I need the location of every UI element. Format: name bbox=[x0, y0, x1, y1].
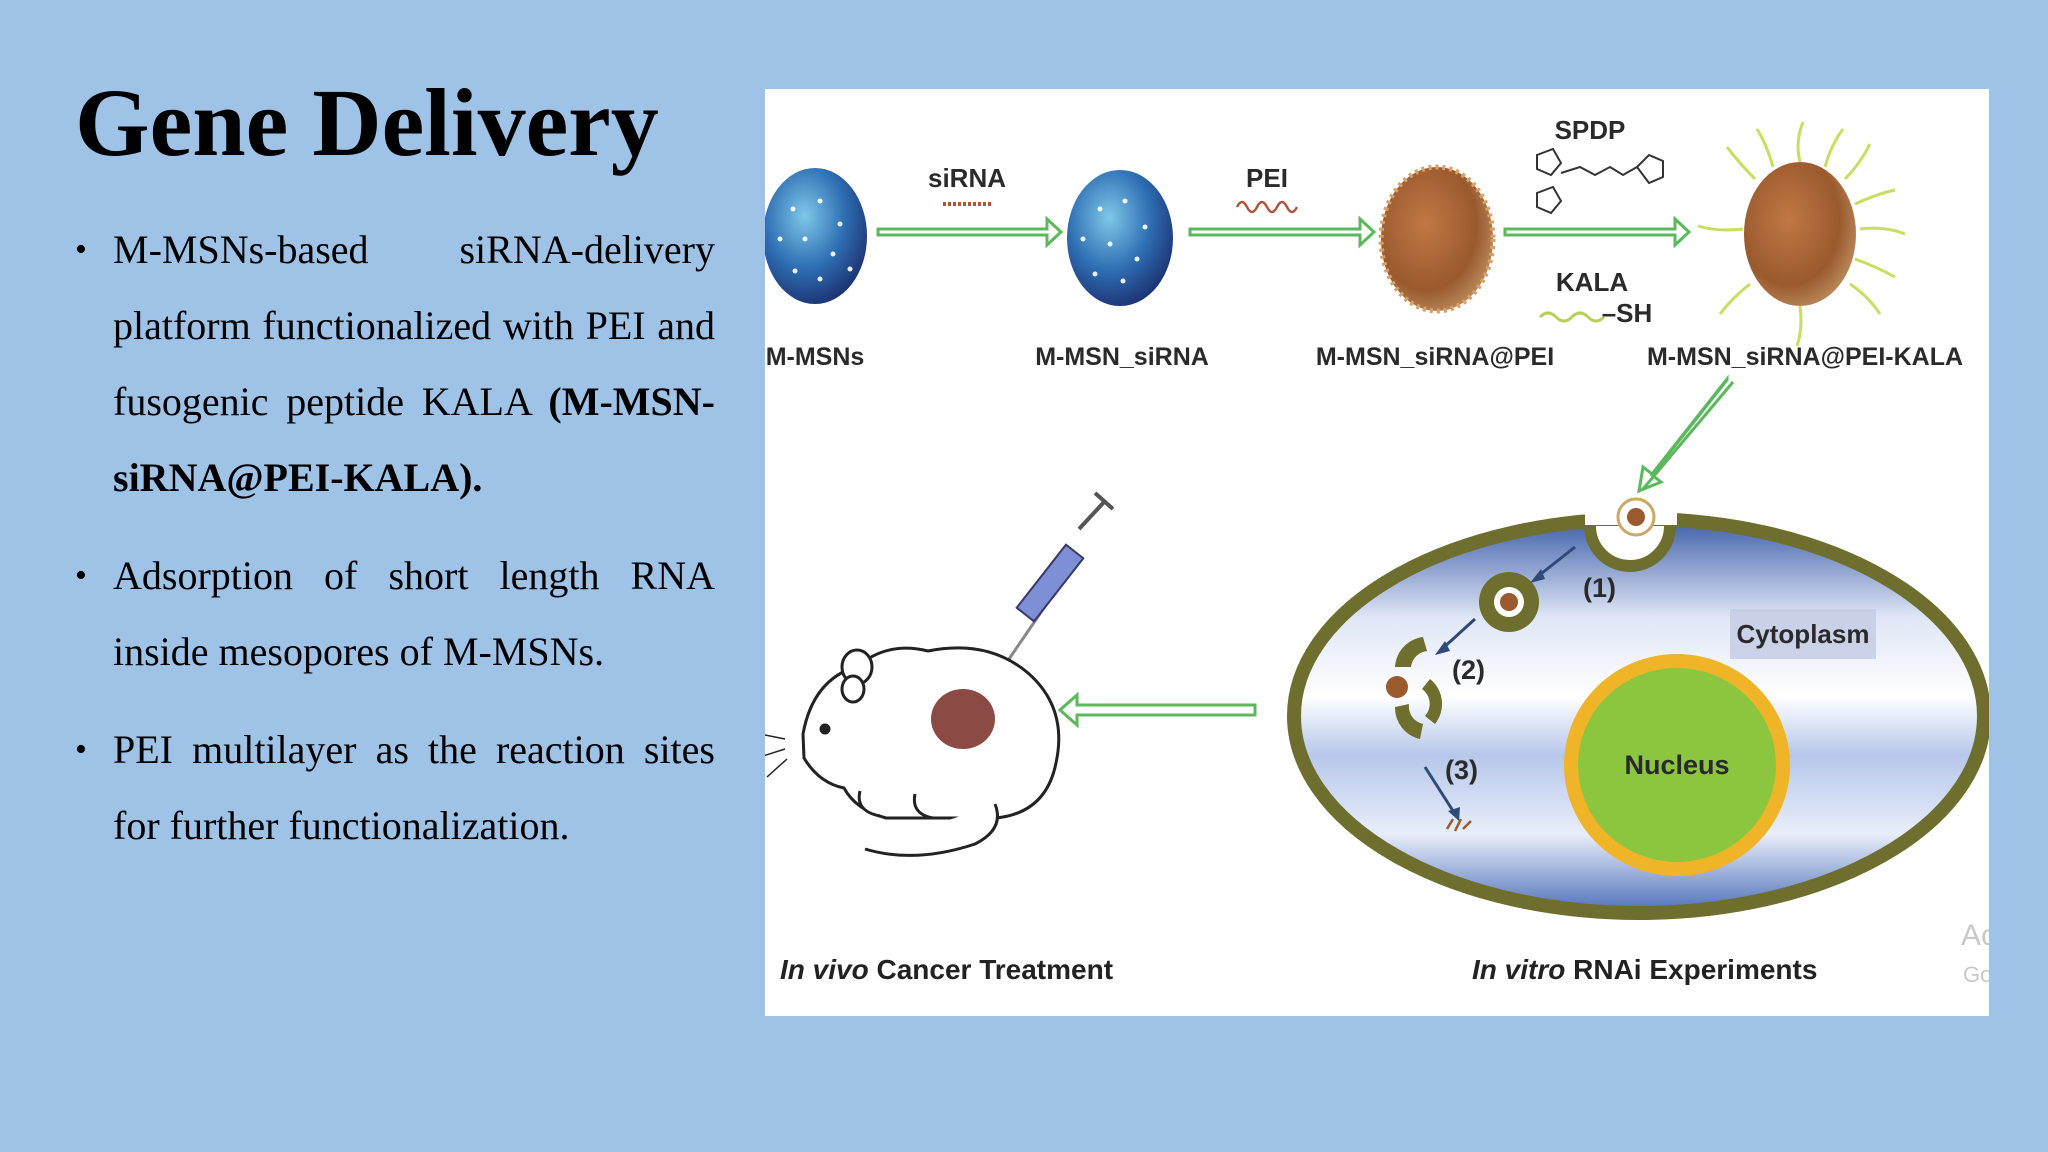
bullet-1-text: M-MSNs-based siRNA-delivery platform fun… bbox=[113, 227, 715, 424]
label-sh: –SH bbox=[1602, 298, 1653, 328]
step-label-3: (3) bbox=[1445, 755, 1478, 785]
step-label-1: (1) bbox=[1583, 573, 1616, 603]
step-label-2: (2) bbox=[1452, 655, 1485, 685]
particle-m-msns bbox=[765, 168, 867, 304]
nucleus: Nucleus bbox=[1564, 654, 1790, 876]
bullet-2-text: Adsorption of short length RNA inside me… bbox=[113, 553, 715, 674]
mouse-icon bbox=[765, 646, 1061, 857]
particle-label-2: M-MSN_siRNA bbox=[1035, 343, 1209, 371]
arrow-2 bbox=[1188, 215, 1377, 249]
bullet-1-bold: (M-MSN-siRNA@PEI-KALA). bbox=[113, 379, 715, 500]
caption-in-vitro-italic: In vitro bbox=[1472, 954, 1565, 985]
endosome-step-1 bbox=[1479, 545, 1576, 632]
label-sirna: siRNA bbox=[928, 163, 1006, 193]
kala-peptide-icon bbox=[1538, 311, 1606, 323]
particle-label-1: M-MSNs bbox=[766, 343, 865, 371]
particle-label-3: M-MSN_siRNA@PEI bbox=[1316, 343, 1554, 371]
spdp-structure-icon bbox=[1536, 147, 1664, 215]
pei-chain-icon bbox=[1235, 200, 1299, 214]
bullet-item-2: Adsorption of short length RNA inside me… bbox=[75, 538, 715, 690]
caption-in-vitro-rest: RNAi Experiments bbox=[1565, 954, 1817, 985]
arrow-3 bbox=[1503, 215, 1692, 249]
arrow-down-to-cell bbox=[1637, 374, 1735, 494]
particle-label-4: M-MSN_siRNA@PEI-KALA bbox=[1647, 343, 1963, 371]
cytoplasm-label: Cytoplasm bbox=[1737, 619, 1870, 649]
watermark-line-2: Go bbox=[1963, 962, 1989, 987]
particle-m-msn-sirna-pei bbox=[1378, 164, 1496, 314]
particle-m-msn-sirna-pei-kala bbox=[1697, 121, 1906, 347]
bullet-item-1: M-MSNs-based siRNA-delivery platform fun… bbox=[75, 212, 715, 516]
caption-in-vivo-rest: Cancer Treatment bbox=[869, 954, 1113, 985]
bullet-3-text: PEI multilayer as the reaction sites for… bbox=[113, 727, 715, 848]
arrow-to-mouse bbox=[1057, 691, 1257, 729]
caption-in-vivo-italic: In vivo bbox=[780, 954, 869, 985]
particle-m-msn-sirna bbox=[1067, 170, 1173, 306]
gene-delivery-figure: siRNA PEI SPDP KALA –SH M-MSNs M-MSN_siR… bbox=[765, 89, 1989, 1016]
caption-in-vitro: In vitro RNAi Experiments bbox=[1472, 954, 1817, 985]
endosome-step-3 bbox=[1423, 766, 1472, 832]
label-spdp: SPDP bbox=[1555, 115, 1626, 145]
label-pei: PEI bbox=[1246, 163, 1288, 193]
bullet-list: M-MSNs-based siRNA-delivery platform fun… bbox=[75, 212, 715, 886]
nucleus-label: Nucleus bbox=[1624, 750, 1729, 780]
syringe-icon bbox=[1001, 491, 1115, 672]
caption-in-vivo: In vivo Cancer Treatment bbox=[780, 954, 1113, 985]
endosome-step-2 bbox=[1386, 617, 1477, 739]
cytoplasm-label-box bbox=[1730, 609, 1876, 659]
label-kala: KALA bbox=[1556, 267, 1628, 297]
watermark-line-1: Ac bbox=[1961, 919, 1989, 952]
slide-title: Gene Delivery bbox=[75, 69, 659, 176]
bullet-item-3: PEI multilayer as the reaction sites for… bbox=[75, 712, 715, 864]
arrow-1 bbox=[876, 215, 1064, 249]
